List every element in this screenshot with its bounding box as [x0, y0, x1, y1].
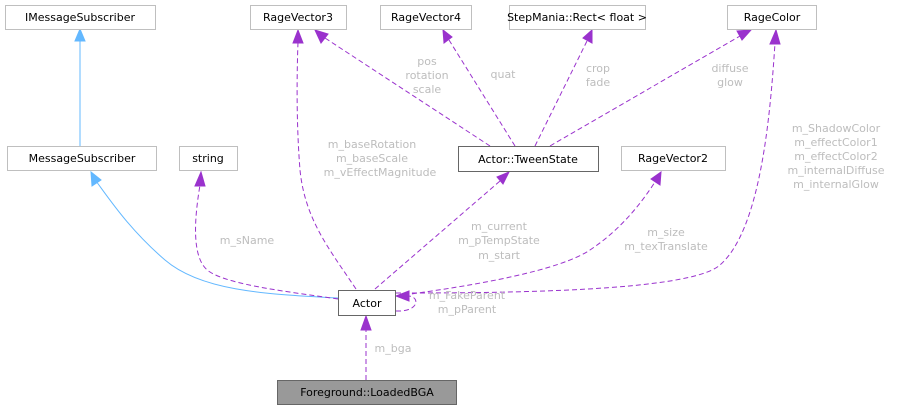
- node-stepmania-rect[interactable]: StepMania::Rect< float >: [507, 5, 647, 30]
- svg-text:MessageSubscriber: MessageSubscriber: [29, 152, 136, 165]
- node-ragecolor[interactable]: RageColor: [727, 5, 817, 30]
- node-string[interactable]: string: [179, 146, 238, 171]
- edge-messagesubscriber-imessagesubscriber: [74, 27, 86, 146]
- svg-text:StepMania::Rect< float >: StepMania::Rect< float >: [507, 11, 647, 24]
- node-ragevector2[interactable]: RageVector2: [621, 146, 726, 171]
- node-actor[interactable]: Actor: [338, 290, 396, 316]
- node-messagesubscriber[interactable]: MessageSubscriber: [7, 146, 157, 171]
- svg-text:Actor: Actor: [353, 297, 382, 310]
- edge-label: m_bga: [375, 342, 412, 355]
- edge-tweenstate-ragevector4: quat: [442, 28, 516, 147]
- node-ragevector3[interactable]: RageVector3: [250, 5, 347, 30]
- edge-label: m_sName: [220, 234, 275, 247]
- node-imessagesubscriber[interactable]: IMessageSubscriber: [5, 5, 156, 30]
- svg-text:IMessageSubscriber: IMessageSubscriber: [25, 11, 135, 24]
- node-foreground-loadedbga[interactable]: Foreground::LoadedBGA: [277, 380, 457, 405]
- node-ragevector4[interactable]: RageVector4: [380, 5, 472, 30]
- svg-text:Actor::TweenState: Actor::TweenState: [478, 153, 578, 166]
- edge-actor-messagesubscriber: [90, 170, 339, 299]
- edge-loadedbga-actor: m_bga: [360, 314, 412, 380]
- svg-text:Foreground::LoadedBGA: Foreground::LoadedBGA: [300, 386, 434, 399]
- svg-text:string: string: [192, 152, 224, 165]
- edge-actor-string: m_sName: [194, 170, 339, 300]
- svg-text:RageVector2: RageVector2: [638, 152, 708, 165]
- svg-text:RageVector4: RageVector4: [391, 11, 461, 24]
- node-actor-tweenstate[interactable]: Actor::TweenState: [458, 146, 599, 172]
- svg-text:RageVector3: RageVector3: [263, 11, 333, 24]
- svg-text:RageColor: RageColor: [744, 11, 801, 24]
- edge-label: quat: [490, 68, 516, 81]
